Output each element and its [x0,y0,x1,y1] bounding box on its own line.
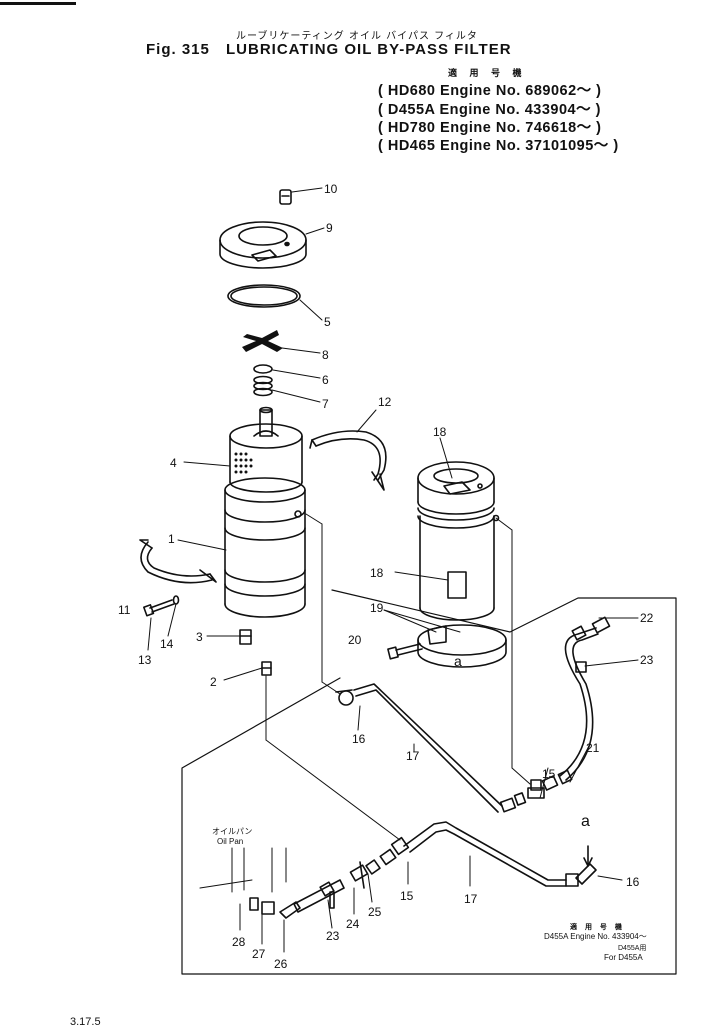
part-clamp-band-left [139,539,217,584]
pipe-lower-17 [390,821,579,887]
part-spring-plate [242,330,283,352]
part-bolt-left [143,599,175,617]
part-filter-case [224,477,306,618]
part-number: 18 [433,425,447,439]
hose-21 [557,616,611,785]
part-number: 26 [274,957,288,971]
figure-title: LUBRICATING OIL BY-PASS FILTER [226,41,512,58]
part-eye-joint-16-upper [335,689,354,706]
part-number: 23 [640,653,654,667]
part-filter-element [229,406,303,493]
note-label-jp: 適 用 号 機 [570,924,625,931]
part-number: 12 [378,395,392,409]
part-bolt-right [387,643,423,660]
part-fittings-lower [249,848,397,919]
part-number: 4 [170,456,177,470]
part-number: 10 [324,182,338,196]
part-number: 14 [160,637,174,651]
callout-a: a [454,653,462,669]
part-number: 27 [252,947,266,961]
applicability-line-4: ( HD465 Engine No. 37101095～ ) [378,138,619,154]
part-number: 23 [326,929,340,943]
part-plug-top [279,189,292,205]
part-number: 1 [168,532,175,546]
part-number: 28 [232,935,246,949]
part-number: 17 [406,749,420,763]
oil-pan-sketch [199,847,287,893]
part-number: 15 [400,889,414,903]
part-number: 5 [324,315,331,329]
part-filter-right [417,461,500,621]
part-eye-joint-16-lower [575,845,597,885]
part-number: 8 [322,348,329,362]
part-number: 15 [542,767,556,781]
applicable-models-label: 適 用 号 機 [448,68,527,78]
part-number: 7 [322,397,329,411]
applicability-line-1: ( HD680 Engine No. 689062～ ) [378,83,602,99]
note-line-1: D455A Engine No. 433904～ [544,932,647,941]
part-washer [172,595,180,605]
top-rule [0,2,76,5]
part-number: 22 [640,611,654,625]
part-clamp-ring [417,624,507,668]
part-cover [219,221,307,269]
part-number: 16 [626,875,640,889]
part-number: 2 [210,675,217,689]
part-number: 11 [118,603,131,617]
part-small-ring [253,364,273,374]
note-line-2: D455A用 [618,945,647,952]
part-number: 9 [326,221,333,235]
callout-a: a [581,813,590,830]
part-number: 3 [196,630,203,644]
part-number: 18 [370,566,384,580]
title-japanese: ルーブリケーティング オイル バイパス フィルタ [236,31,478,42]
part-drain-plug [239,629,252,645]
pipe-upper-17 [353,683,527,813]
part-connector [261,661,272,676]
oil-pan-label-jp: オイルパン [212,827,253,836]
applicability-line-3: ( HD780 Engine No. 746618～ ) [378,120,602,136]
part-number: 21 [586,741,600,755]
element-perforation [234,452,253,474]
part-tee-15-upper [527,775,559,799]
part-number: 6 [322,373,329,387]
part-number: 13 [138,653,152,667]
part-o-ring [227,284,301,308]
applicability-line-2: ( D455A Engine No. 433904～ ) [378,102,601,118]
part-number: 17 [464,892,478,906]
part-number: 25 [368,905,382,919]
part-number: 20 [348,633,362,647]
figure-number: Fig. 315 [146,41,210,58]
part-number: 16 [352,732,366,746]
note-line-3: For D455A [604,953,643,962]
part-spring [253,375,273,397]
part-clamp-band-right [309,430,387,491]
page-number: 3.17.5 [70,1016,101,1028]
part-number: 19 [370,601,384,615]
part-number: 24 [346,917,360,931]
oil-pan-label-en: Oil Pan [217,837,244,846]
